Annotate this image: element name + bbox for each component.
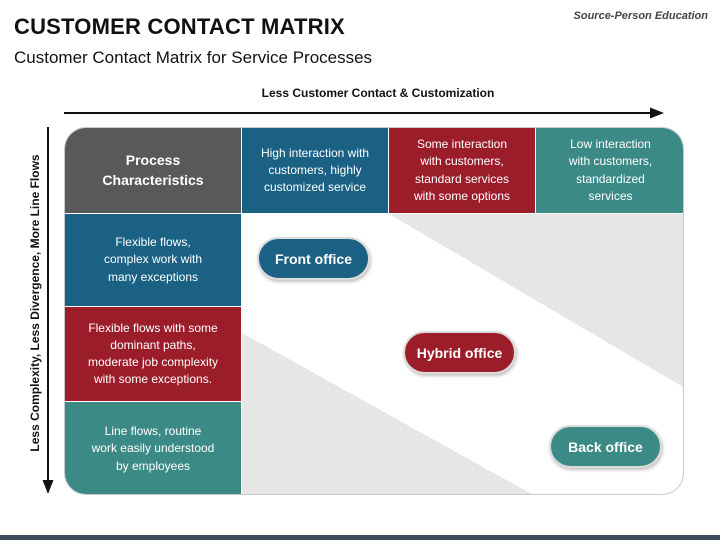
hybrid-office-badge: Hybrid office [403,331,516,374]
horizontal-arrow-icon [64,107,664,119]
process-characteristics-header: Process Characteristics [65,128,241,213]
row-header-line-flows: Line flows, routine work easily understo… [65,402,241,494]
column-header-some-interaction: Some interaction with customers, standar… [389,128,535,213]
bottom-left-zone-band [242,333,532,494]
back-office-badge: Back office [549,425,662,468]
page-subtitle: Customer Contact Matrix for Service Proc… [14,48,373,67]
office-zone-bands [242,214,683,494]
vertical-arrow-icon [42,127,54,494]
source-credit: Source-Person Education [573,10,708,22]
column-header-high-interaction: High interaction with customers, highly … [242,128,388,213]
row-header-flexible-flows: Flexible flows, complex work with many e… [65,214,241,306]
column-header-low-interaction: Low interaction with customers, standard… [536,128,683,213]
page-title: CUSTOMER CONTACT MATRIX [14,14,345,39]
footer-bar [0,535,720,540]
front-office-badge: Front office [257,237,370,280]
horizontal-axis-label: Less Customer Contact & Customization [261,86,495,100]
row-header-dominant-paths: Flexible flows with some dominant paths,… [65,307,241,401]
